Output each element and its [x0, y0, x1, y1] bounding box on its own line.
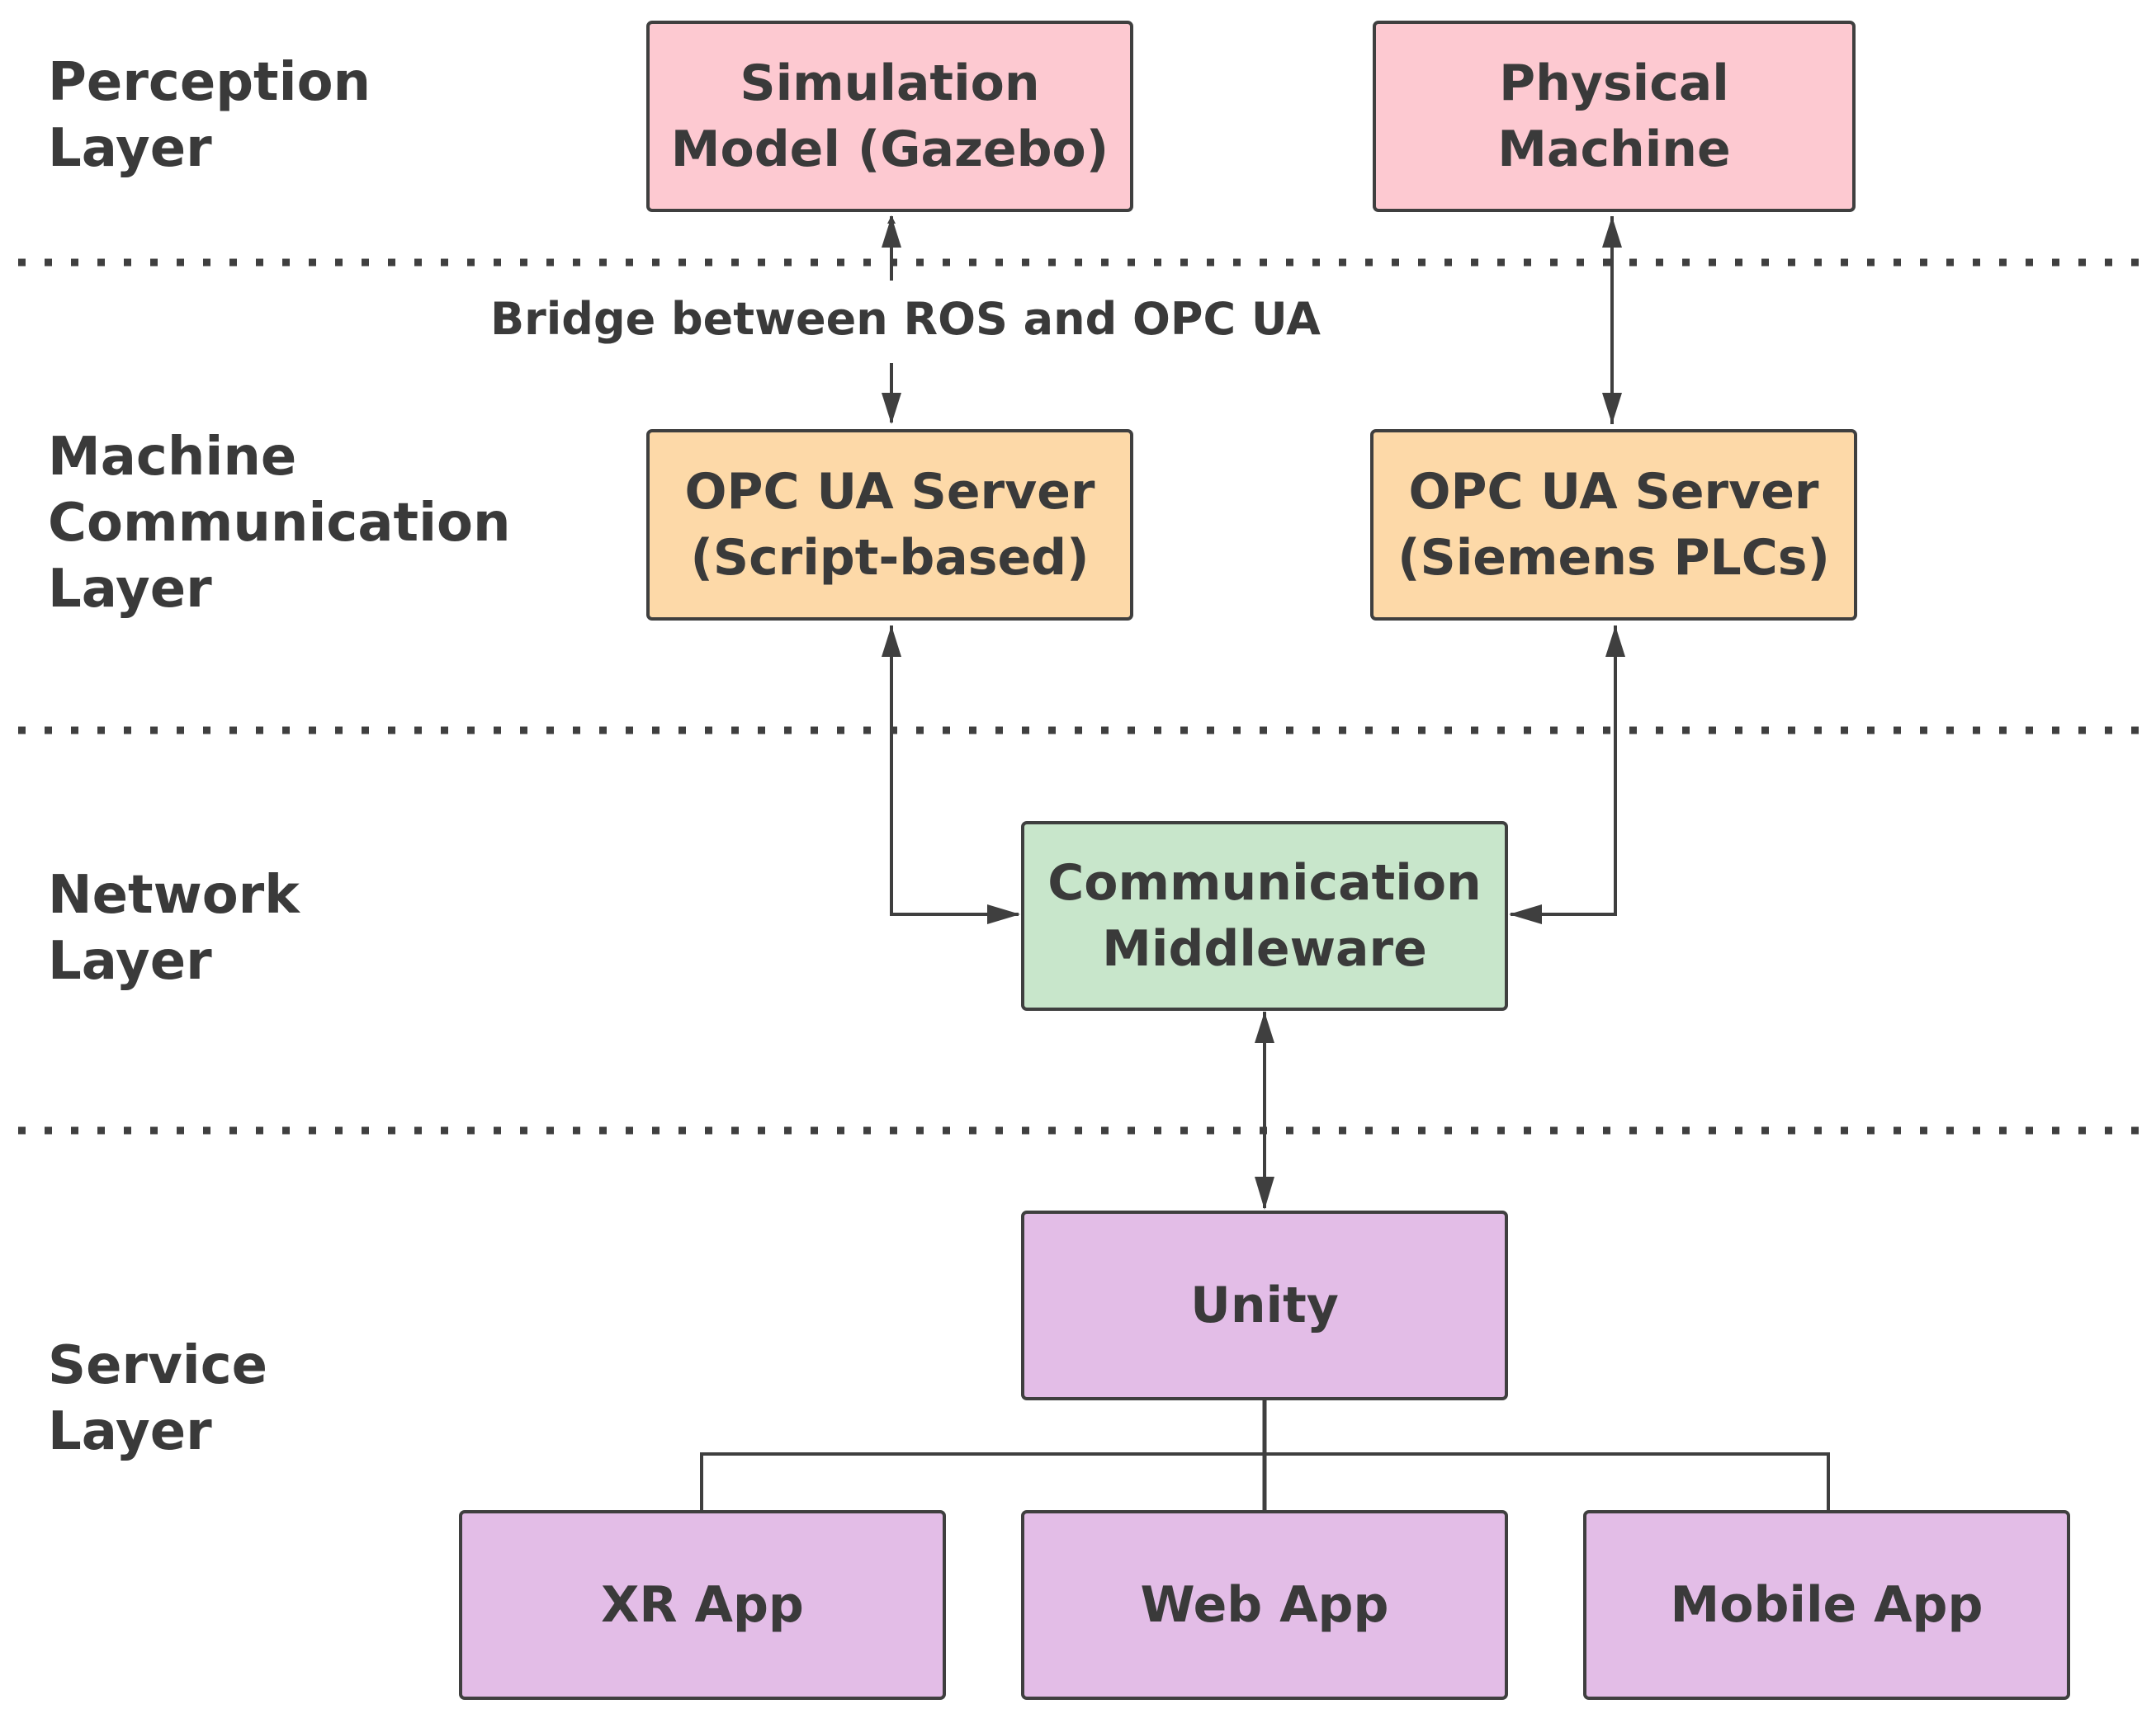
physical-machine-line2: Machine	[1497, 120, 1731, 178]
bridge-edge-label: Bridge between ROS and OPC UA	[487, 290, 1324, 348]
service-layer-label-line1: Service	[48, 1335, 268, 1396]
machine-communication-layer-label-line1: Machine	[48, 427, 297, 488]
machine-communication-layer-label-line3: Layer	[48, 559, 212, 620]
simulation-model-line2: Model (Gazebo)	[670, 120, 1109, 178]
opc-ua-siemens-line1: OPC UA Server	[1408, 463, 1819, 521]
communication-middleware-node: Communication Middleware	[1021, 821, 1508, 1011]
unity-label: Unity	[1190, 1277, 1339, 1334]
network-layer-label: Network Layer	[48, 862, 300, 994]
simulation-model-line1: Simulation	[740, 54, 1040, 112]
unity-node: Unity	[1021, 1211, 1508, 1400]
arrowhead-simulation	[882, 216, 901, 248]
opc-ua-script-line1: OPC UA Server	[684, 463, 1095, 521]
communication-middleware-line1: Communication	[1047, 854, 1482, 912]
opc-ua-siemens-node: OPC UA Server (Siemens PLCs)	[1370, 429, 1857, 621]
opc-ua-script-line2: (Script-based)	[690, 529, 1090, 587]
xr-app-label: XR App	[601, 1576, 804, 1634]
web-app-node: Web App	[1021, 1510, 1508, 1700]
communication-middleware-line2: Middleware	[1102, 920, 1427, 978]
arrowhead-middleware-bottom	[1255, 1012, 1274, 1043]
xr-app-node: XR App	[459, 1510, 946, 1700]
service-layer-label: Service Layer	[48, 1333, 267, 1465]
mobile-app-label: Mobile App	[1670, 1576, 1983, 1634]
service-layer-label-line2: Layer	[48, 1401, 212, 1462]
tree-branches	[700, 1452, 1830, 1512]
arrowhead-middleware-right	[1509, 904, 1542, 924]
network-layer-label-line1: Network	[48, 865, 300, 926]
arrowhead-middleware-left	[987, 904, 1020, 924]
opc-ua-script-node: OPC UA Server (Script-based)	[646, 429, 1133, 621]
perception-layer-label-line1: Perception	[48, 52, 371, 113]
arrowhead-script-bottom	[882, 625, 901, 657]
connector-siemens-middleware	[1511, 625, 1617, 916]
machine-communication-layer-label: Machine Communication Layer	[48, 424, 511, 622]
connector-script-middleware	[890, 625, 1019, 916]
arrowhead-siemens-top	[1602, 393, 1622, 424]
mobile-app-node: Mobile App	[1583, 1510, 2070, 1700]
perception-layer-label: Perception Layer	[48, 50, 371, 182]
perception-layer-label-line2: Layer	[48, 118, 212, 179]
physical-machine-line1: Physical	[1499, 54, 1729, 112]
simulation-model-node: Simulation Model (Gazebo)	[646, 21, 1133, 212]
network-layer-label-line2: Layer	[48, 931, 212, 992]
physical-machine-node: Physical Machine	[1373, 21, 1856, 212]
opc-ua-siemens-line2: (Siemens PLCs)	[1397, 529, 1830, 587]
arrowhead-script-top	[882, 393, 901, 424]
machine-communication-layer-label-line2: Communication	[48, 493, 511, 554]
arrowhead-siemens-bottom	[1605, 625, 1625, 657]
arrowhead-physical	[1602, 216, 1622, 248]
web-app-label: Web App	[1140, 1576, 1389, 1634]
arrowhead-unity-top	[1255, 1177, 1274, 1210]
